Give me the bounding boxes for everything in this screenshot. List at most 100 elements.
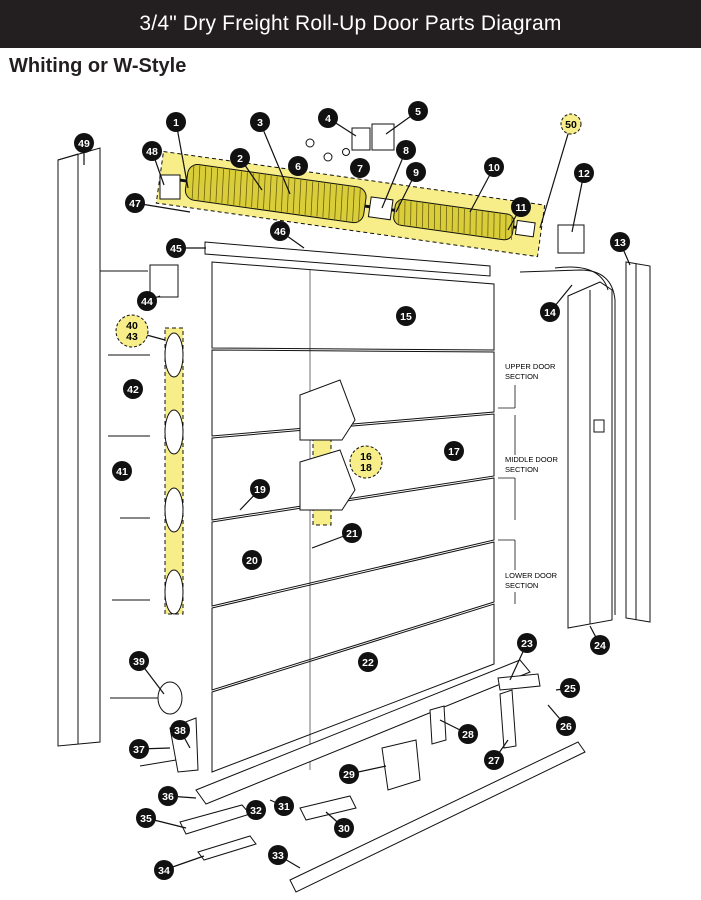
callout-19: 19 — [239, 479, 270, 511]
callout-circle-21 — [342, 523, 362, 543]
callout-number-23: 23 — [521, 638, 533, 650]
callout-number-1: 1 — [173, 117, 179, 129]
callout-circle-22 — [358, 652, 378, 672]
callout-number-3: 3 — [257, 117, 263, 129]
callout-circle-46 — [270, 221, 290, 241]
callout-number-15: 15 — [400, 311, 412, 323]
callout-circle-37 — [129, 739, 149, 759]
callout-number-26: 26 — [560, 721, 572, 733]
header-bar: 3/4" Dry Freight Roll-Up Door Parts Diag… — [0, 0, 701, 48]
door-post-right — [625, 261, 651, 623]
callout-circle-15 — [396, 306, 416, 326]
callout-17: 17 — [444, 441, 464, 461]
callout-number-4: 4 — [325, 113, 331, 125]
callout-number-24: 24 — [594, 640, 606, 652]
callout-38: 38 — [170, 720, 191, 749]
callout-7: 7 — [350, 158, 370, 178]
callout-45: 45 — [166, 238, 206, 258]
callout-circle-38 — [170, 720, 190, 740]
callout-number-16-18: 16 — [360, 451, 372, 463]
callout-35: 35 — [136, 808, 187, 829]
callout-circle-16-18 — [349, 445, 383, 479]
callout-circle-4 — [318, 108, 338, 128]
callout-31: 31 — [269, 796, 294, 816]
callout-24: 24 — [589, 625, 610, 655]
callout-42: 42 — [123, 379, 143, 399]
callout-number-12: 12 — [578, 168, 590, 180]
diagram-subtitle: Whiting or W-Style — [9, 55, 187, 77]
callout-circle-40-43 — [115, 314, 149, 348]
callout-circle-8 — [396, 140, 416, 160]
callout-circle-27 — [484, 750, 504, 770]
callout-circle-44 — [137, 291, 157, 311]
callout-number-46: 46 — [274, 226, 286, 238]
callout-36: 36 — [158, 786, 197, 806]
callout-number-50: 50 — [565, 119, 577, 131]
callout-circle-1 — [166, 112, 186, 132]
callout-circle-3 — [250, 112, 270, 132]
callout-number-25: 25 — [564, 683, 576, 695]
callout-11: 11 — [507, 197, 531, 231]
callout-circle-39 — [129, 651, 149, 671]
callout-circle-50 — [560, 113, 582, 135]
callout-number-11: 11 — [515, 202, 526, 214]
callout-39: 39 — [129, 651, 165, 695]
callout-number-37: 37 — [133, 744, 145, 756]
callout-circle-23 — [517, 633, 537, 653]
callout-number-45: 45 — [170, 243, 182, 255]
bottom-bar — [110, 659, 586, 893]
callout-number-19: 19 — [254, 484, 266, 496]
callout-28: 28 — [439, 719, 478, 744]
callout-number-21: 21 — [346, 528, 358, 540]
callout-number-42: 42 — [127, 384, 139, 396]
center-hinge-group — [299, 379, 356, 526]
torsion-spring-right — [393, 198, 515, 241]
callout-8: 8 — [381, 140, 416, 209]
callout-41: 41 — [112, 461, 132, 481]
callout-circle-24 — [590, 635, 610, 655]
callout-number-39: 39 — [133, 656, 145, 668]
callout-10: 10 — [469, 157, 504, 213]
upper-label-line2: SECTION — [505, 372, 538, 381]
callout-number-16-18: 18 — [360, 462, 372, 474]
callout-21: 21 — [311, 523, 362, 549]
callout-number-10: 10 — [488, 162, 500, 174]
callout-13: 13 — [610, 232, 631, 266]
callout-circle-48 — [142, 141, 162, 161]
callout-number-49: 49 — [78, 138, 90, 150]
callout-circle-41 — [112, 461, 132, 481]
callout-circle-10 — [484, 157, 504, 177]
callout-number-47: 47 — [129, 198, 141, 210]
callout-number-29: 29 — [343, 769, 355, 781]
callout-number-2: 2 — [237, 153, 243, 165]
callout-49: 49 — [74, 133, 94, 165]
section-label-middle: MIDDLE DOOR SECTION — [505, 455, 559, 474]
section-label-lower: LOWER DOOR SECTION — [505, 571, 558, 590]
callout-22: 22 — [358, 652, 378, 672]
callout-4: 4 — [318, 108, 357, 137]
callout-number-27: 27 — [488, 755, 500, 767]
callout-number-38: 38 — [174, 725, 186, 737]
top-brackets — [159, 123, 585, 254]
callout-circle-5 — [408, 101, 428, 121]
callout-circle-49 — [74, 133, 94, 153]
callout-32: 32 — [246, 800, 266, 820]
callout-number-36: 36 — [162, 791, 174, 803]
callout-number-7: 7 — [357, 163, 363, 175]
callout-circle-11 — [511, 197, 531, 217]
callout-9: 9 — [395, 162, 426, 213]
lower-label-line2: SECTION — [505, 581, 538, 590]
callout-circle-26 — [556, 716, 576, 736]
callout-1: 1 — [166, 112, 189, 189]
callout-circle-25 — [560, 678, 580, 698]
bracket-44 — [100, 264, 179, 298]
callout-44: 44 — [137, 291, 161, 311]
callout-33: 33 — [268, 845, 301, 869]
callout-circle-28 — [458, 724, 478, 744]
section-indicators — [498, 385, 516, 604]
callout-number-8: 8 — [403, 145, 409, 157]
